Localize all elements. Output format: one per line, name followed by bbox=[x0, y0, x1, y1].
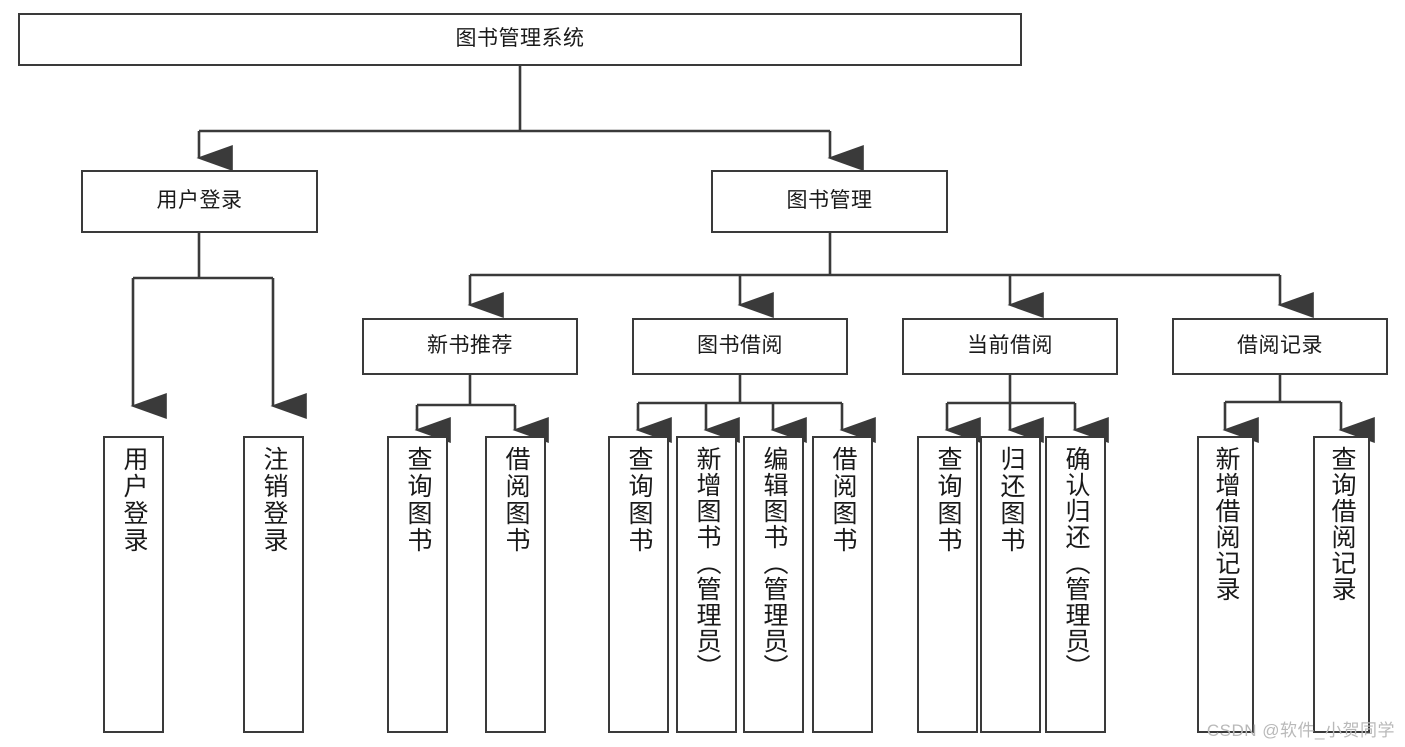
leaf-query-book-recommend[interactable]: 查询图书 bbox=[387, 436, 448, 733]
csdn-watermark: CSDN @软件_小贺同学 bbox=[1206, 721, 1395, 740]
node-user-login[interactable]: 用户登录 bbox=[81, 170, 318, 233]
node-label: 查询借阅记录 bbox=[1328, 446, 1356, 602]
leaf-add-book-admin[interactable]: 新增图书（管理员） bbox=[676, 436, 737, 733]
leaf-confirm-return-admin[interactable]: 确认归还（管理员） bbox=[1045, 436, 1106, 733]
node-label: 查询图书 bbox=[934, 446, 962, 554]
node-new-book-recommend[interactable]: 新书推荐 bbox=[362, 318, 578, 375]
leaf-query-book-borrow[interactable]: 查询图书 bbox=[608, 436, 669, 733]
node-label: 新书推荐 bbox=[427, 334, 513, 358]
leaf-query-book-current[interactable]: 查询图书 bbox=[917, 436, 978, 733]
node-label: 图书管理系统 bbox=[455, 27, 585, 51]
leaf-user-login[interactable]: 用户登录 bbox=[103, 436, 164, 733]
node-label: 查询图书 bbox=[625, 446, 653, 554]
leaf-borrow-book[interactable]: 借阅图书 bbox=[812, 436, 873, 733]
leaf-logout[interactable]: 注销登录 bbox=[243, 436, 304, 733]
node-label: 借阅图书 bbox=[502, 446, 530, 554]
node-book-management[interactable]: 图书管理 bbox=[711, 170, 948, 233]
node-label: 图书管理 bbox=[786, 189, 873, 213]
node-label: 确认归还（管理员） bbox=[1062, 446, 1090, 680]
leaf-return-book[interactable]: 归还图书 bbox=[980, 436, 1041, 733]
node-label: 归还图书 bbox=[997, 446, 1025, 554]
node-label: 借阅记录 bbox=[1237, 334, 1323, 358]
node-label: 用户登录 bbox=[120, 446, 148, 554]
node-book-borrow[interactable]: 图书借阅 bbox=[632, 318, 848, 375]
leaf-borrow-book-recommend[interactable]: 借阅图书 bbox=[485, 436, 546, 733]
leaf-add-borrow-record[interactable]: 新增借阅记录 bbox=[1197, 436, 1254, 733]
node-borrow-record[interactable]: 借阅记录 bbox=[1172, 318, 1388, 375]
node-label: 用户登录 bbox=[156, 189, 243, 213]
node-label: 编辑图书（管理员） bbox=[760, 446, 788, 680]
node-label: 当前借阅 bbox=[967, 334, 1053, 358]
node-label: 查询图书 bbox=[404, 446, 432, 554]
leaf-edit-book-admin[interactable]: 编辑图书（管理员） bbox=[743, 436, 804, 733]
node-label: 新增借阅记录 bbox=[1212, 446, 1240, 602]
node-label: 新增图书（管理员） bbox=[693, 446, 721, 680]
node-label: 图书借阅 bbox=[697, 334, 783, 358]
node-label: 注销登录 bbox=[260, 446, 288, 554]
leaf-query-borrow-record[interactable]: 查询借阅记录 bbox=[1313, 436, 1370, 733]
node-label: 借阅图书 bbox=[829, 446, 857, 554]
node-root-book-management-system[interactable]: 图书管理系统 bbox=[18, 13, 1022, 66]
node-current-borrow[interactable]: 当前借阅 bbox=[902, 318, 1118, 375]
